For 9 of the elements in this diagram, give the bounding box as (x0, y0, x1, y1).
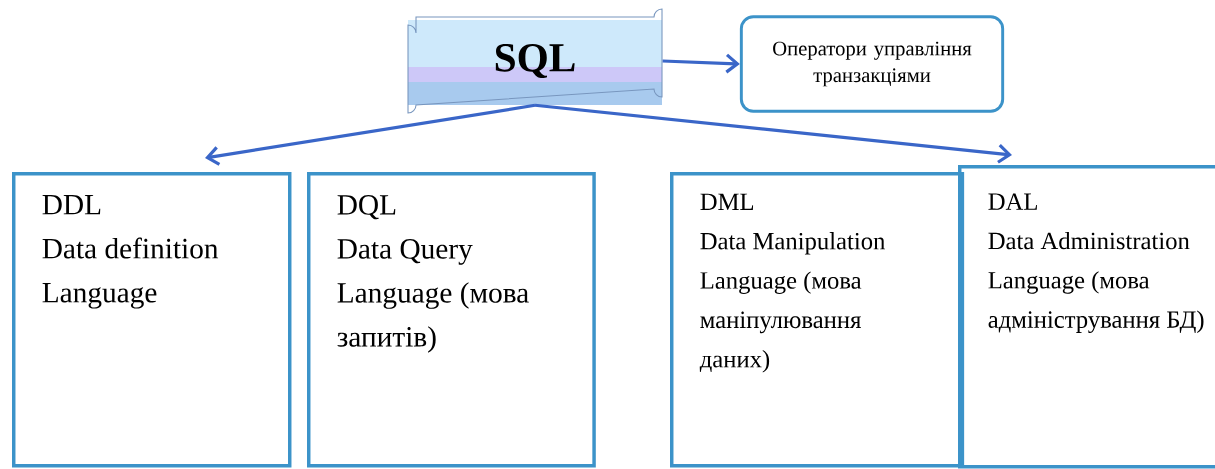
arrow (205, 103, 536, 166)
title-box: SQL (407, 8, 663, 114)
category-box: DML Data Manipulation Language (мова маніпулювання даних) (670, 172, 965, 468)
arrow (534, 103, 1012, 164)
process-box: Оператори управління транзакціями (739, 15, 1005, 113)
category-box: DQL Data Query Language (мова запитів) (307, 172, 596, 468)
category-box: DDL Data definition Language (12, 172, 292, 468)
category-box: DAL Data Administration Language (мова адміністрування БД) (958, 165, 1215, 469)
arrow (662, 53, 740, 74)
